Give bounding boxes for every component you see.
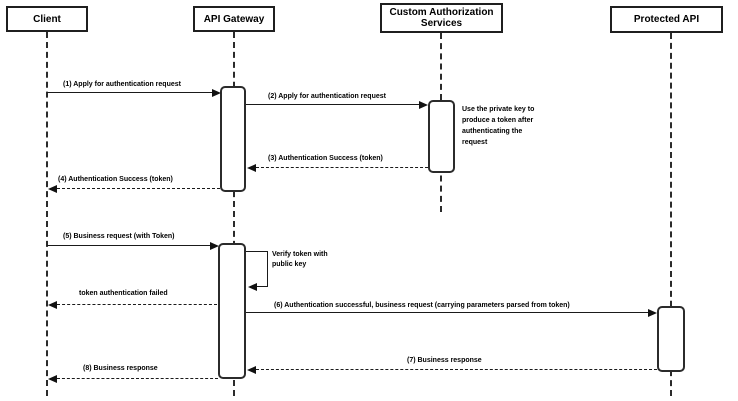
message-7-arrow-line [256,369,657,370]
activation-protected-api [657,306,685,372]
participant-protected-api-label: Protected API [633,14,700,25]
message-2-label: (2) Apply for authentication request [268,93,386,100]
message-5-arrow-line [47,245,210,246]
message-1-arrow-line [47,92,212,93]
message-2-arrow-line [246,104,420,105]
message-8-arrowhead-icon [48,375,57,383]
message-4-arrowhead-icon [48,185,57,193]
self-loop-bottom-line [257,286,267,287]
message-6-arrowhead-icon [648,309,657,317]
message-8-arrow-line [57,378,218,379]
message-3-label: (3) Authentication Success (token) [268,155,383,162]
lifeline-protected-api [670,33,672,396]
message-3-arrowhead-icon [247,164,256,172]
message-token-failed-label: token authentication failed [79,290,168,297]
message-5-arrowhead-icon [210,242,219,250]
message-5-label: (5) Business request (with Token) [63,233,175,240]
message-7-arrowhead-icon [247,366,256,374]
participant-custom-authorization-services-label: Custom Authorization Services [389,7,494,29]
message-6-label: (6) Authentication successful, business … [274,302,570,309]
activation-custom-authorization-services [428,100,455,173]
private-key-note: Use the private key to produce a token a… [462,106,535,146]
lifeline-client [46,32,48,396]
lifeline-api-gateway [233,32,235,396]
participant-custom-authorization-services: Custom Authorization Services [380,3,503,33]
self-loop-top-line [246,251,268,252]
message-2-arrowhead-icon [419,101,428,109]
self-loop-arrowhead-icon [248,283,257,291]
participant-protected-api: Protected API [610,6,723,33]
message-8-label: (8) Business response [83,365,158,372]
self-loop-label: Verify token with public key [272,251,328,268]
activation-api-gateway-auth [220,86,246,192]
message-4-label: (4) Authentication Success (token) [58,176,173,183]
message-3-arrow-line [256,167,428,168]
message-7-label: (7) Business response [407,357,482,364]
message-1-arrowhead-icon [212,89,221,97]
activation-api-gateway-business [218,243,246,379]
self-loop-right-line [266,251,268,287]
participant-api-gateway: API Gateway [193,6,275,32]
participant-api-gateway-label: API Gateway [203,13,265,25]
message-4-arrow-line [57,188,220,189]
message-1-label: (1) Apply for authentication request [63,81,181,88]
message-6-arrow-line [246,312,649,313]
participant-client-label: Client [33,13,61,25]
participant-client: Client [6,6,88,32]
message-token-failed-arrow-line [57,304,217,305]
message-token-failed-arrowhead-icon [48,301,57,309]
